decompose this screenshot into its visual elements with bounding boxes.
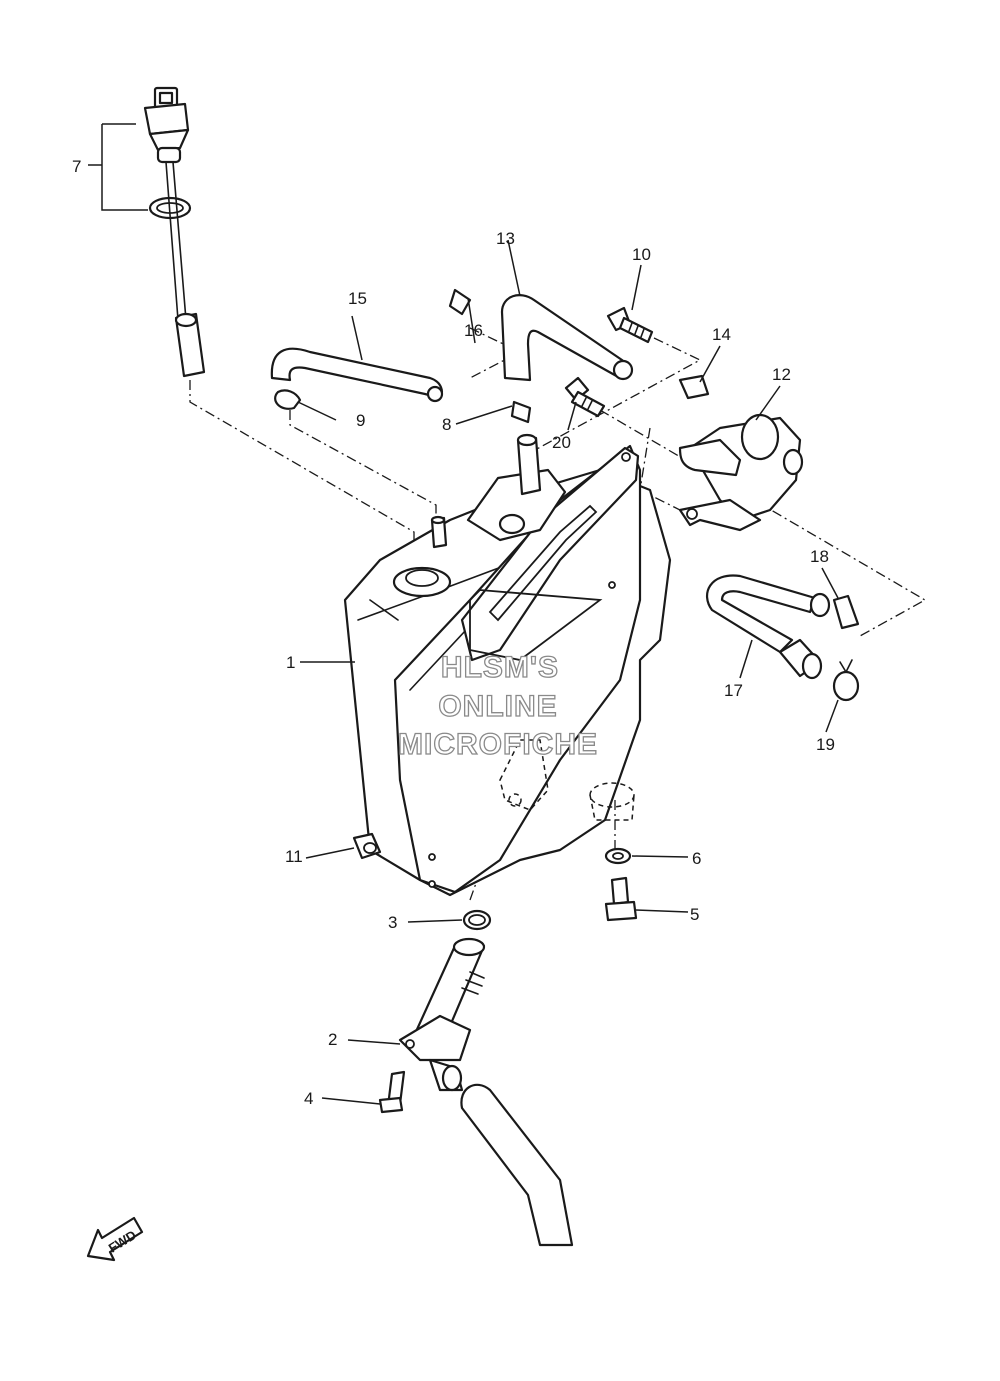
oil-tank	[343, 433, 672, 897]
callout-numbers: 1 2 3 4 5 6 7 8 9 10 11 12 13 14 15 16 1…	[72, 157, 835, 1108]
watermark-line-2: ONLINE	[438, 690, 557, 723]
bolt-20	[564, 376, 606, 418]
callout-20: 20	[552, 433, 571, 452]
washer-6	[604, 847, 632, 865]
hose-13	[500, 294, 634, 382]
outlet-hose	[460, 1083, 574, 1247]
callout-8: 8	[442, 415, 451, 434]
callout-17: 17	[724, 681, 743, 700]
o-ring-3	[462, 909, 492, 931]
callout-16: 16	[464, 321, 483, 340]
breather-valve	[678, 413, 804, 532]
bolt-4	[378, 1070, 406, 1114]
callout-4: 4	[304, 1089, 313, 1108]
callout-1: 1	[286, 653, 295, 672]
forward-arrow-icon: FWD	[86, 1216, 144, 1262]
grommet-11	[352, 832, 382, 860]
callout-14: 14	[712, 325, 731, 344]
callout-13: 13	[496, 229, 515, 248]
hose-clamps	[274, 288, 860, 630]
callout-5: 5	[690, 905, 699, 924]
callout-11: 11	[285, 847, 303, 866]
callout-15: 15	[348, 289, 367, 308]
callout-6: 6	[692, 849, 701, 868]
callout-18: 18	[810, 547, 829, 566]
strainer-2	[398, 937, 486, 1092]
watermark: HLSM'S ONLINE MICROFICHE	[397, 650, 598, 761]
callout-12: 12	[772, 365, 791, 384]
callout-3: 3	[388, 913, 397, 932]
cap-19	[832, 659, 860, 702]
hose-15	[270, 347, 444, 403]
callout-19: 19	[816, 735, 835, 754]
callout-7: 7	[72, 157, 81, 176]
bolt-10	[606, 306, 654, 344]
watermark-line-1: HLSM'S	[441, 651, 559, 684]
watermark-line-3: MICROFICHE	[398, 728, 598, 761]
callout-9: 9	[356, 411, 365, 430]
level-sensor	[143, 86, 206, 378]
leader-lines	[88, 123, 839, 1105]
callout-2: 2	[328, 1030, 337, 1049]
bolt-5	[604, 876, 638, 922]
hose-17	[706, 574, 831, 680]
callout-10: 10	[632, 245, 651, 264]
